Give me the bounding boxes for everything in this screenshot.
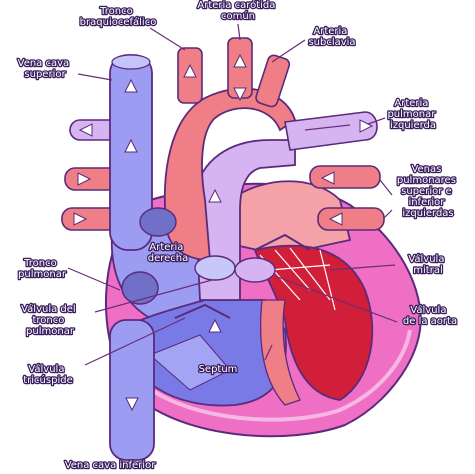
aortic-valve [234,257,276,283]
label-vena-cava-inferior: Vena cava inferior [65,460,157,471]
coronary-sinus [121,271,159,305]
heart-outer-stripe [126,329,412,422]
label-arteria-pulmonar-izquierda: Arteria pulmonar izquierda [387,98,438,131]
label-tronco-braquiocefalico: Tronco braquiocefálico [80,6,157,28]
label-valvula-mitral: Válvula mitral [408,253,447,276]
pulmonary-valve [194,255,236,281]
tricuspid-valve [174,303,231,319]
label-arteria-derecha: Arteria derecha [148,242,189,264]
pulmonary-vein-upper [309,165,381,189]
flow-arrows [73,53,374,412]
inferior-vena-cava [109,319,155,461]
left-pulmonary-artery [284,111,378,151]
label-tronco-pulmonar: Tronco pulmonar [18,258,67,280]
aortic-arch-branch-3 [255,54,291,108]
label-septum: Septum [199,364,238,375]
label-valvula-tricuspide: Válvula tricúspide [23,363,72,386]
septum-wall [260,299,301,406]
labels: Tronco braquiocefálico Arteria carótida … [16,0,459,472]
left-atrium [229,180,352,256]
label-arteria-carotida: Arteria carótida común [197,0,278,22]
label-vena-cava-superior: Vena cava superior [18,58,73,80]
leader-lines [67,23,398,366]
pulmonary-vein-lower [317,207,385,231]
label-valvula-tronco-pulmonar: Válvula del tronco pulmonar [21,303,79,337]
aorta [163,87,297,261]
label-valvula-aorta: Válvula de la aorta [403,304,457,327]
superior-vena-cava-opening [111,54,151,70]
label-venas-pulmonares: Venas pulmonares superior e inferior izq… [397,164,459,219]
label-arteria-subclavia: Arteria subclavia [308,26,355,48]
mitral-valve [254,233,311,251]
right-ventricle-trabeculae [149,334,231,391]
right-atrium-opening [139,207,177,237]
